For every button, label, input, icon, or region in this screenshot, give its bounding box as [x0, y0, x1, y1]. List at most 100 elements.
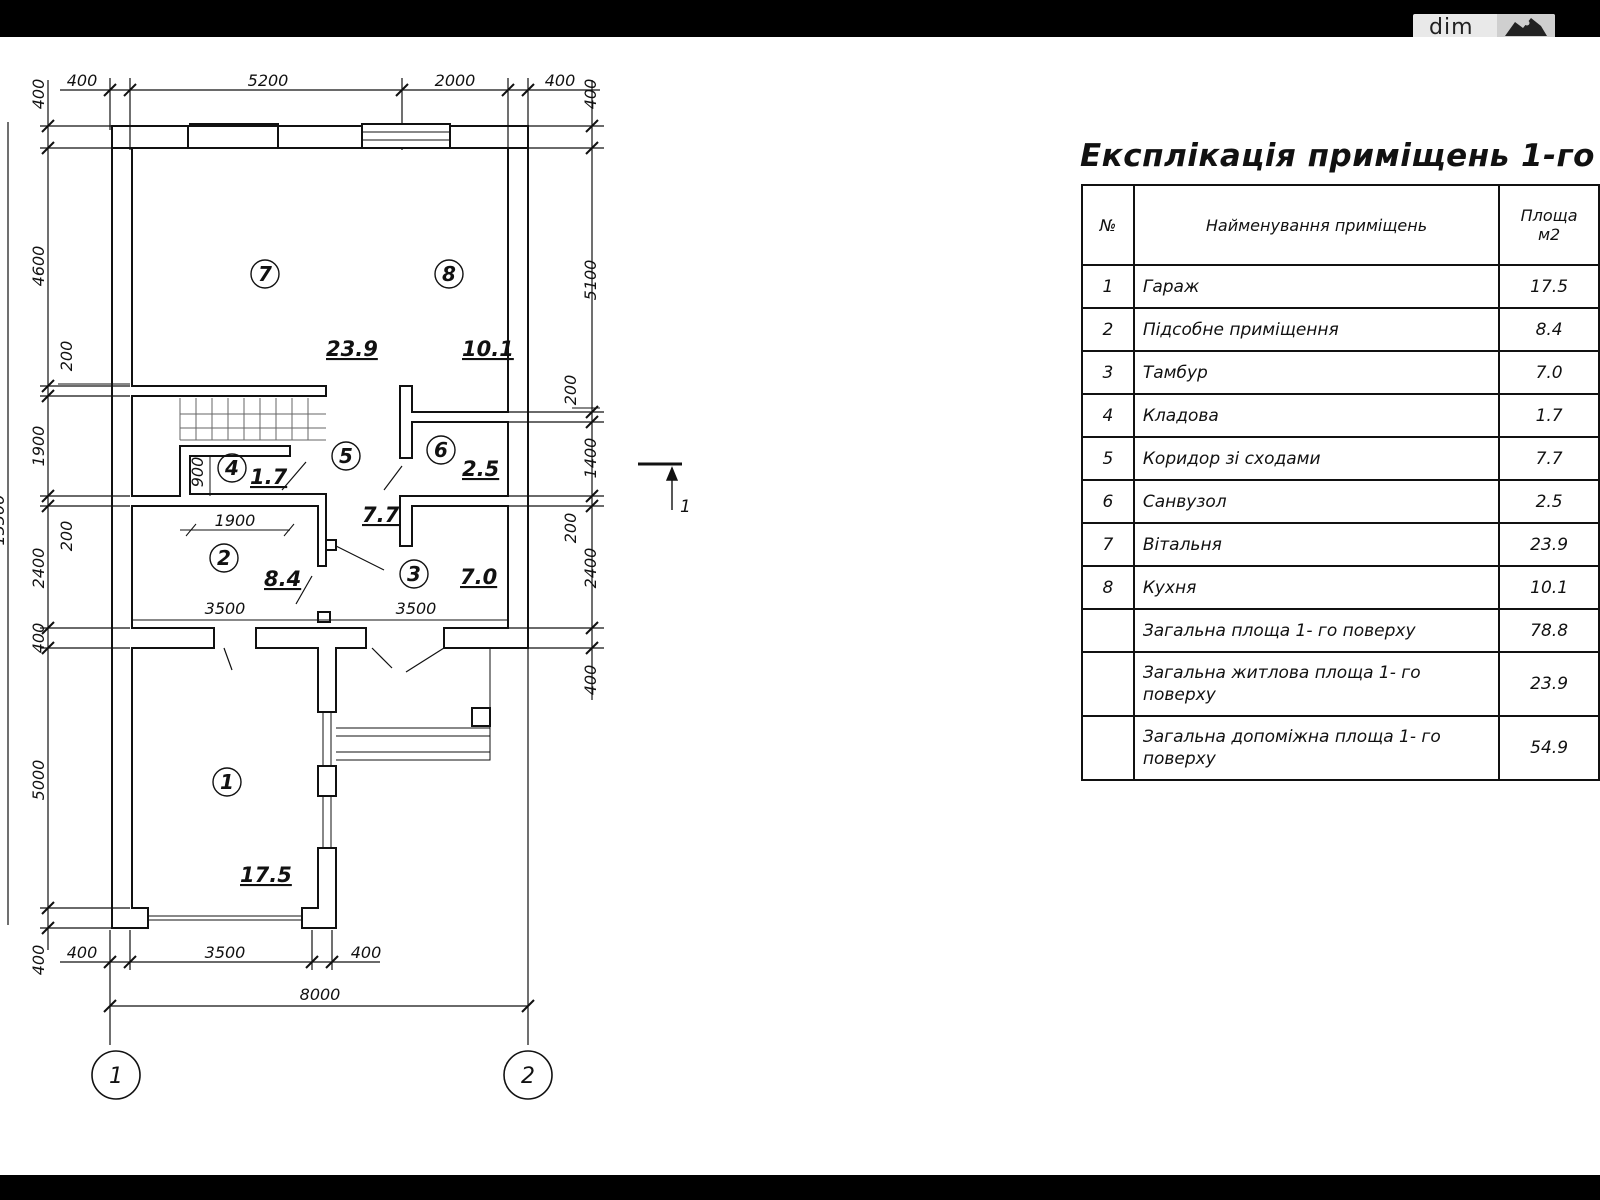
- table-row: 5 Коридор зі сходами 7.7: [1081, 436, 1600, 481]
- dim-room2-width: 3500: [205, 599, 246, 618]
- dim-room3-width: 3500: [396, 599, 437, 618]
- room-circle-3: [399, 559, 429, 589]
- dim-left-4: 1900: [29, 426, 48, 467]
- room-number-5: 5: [339, 444, 353, 468]
- explication-title: Експлікація приміщень 1-го поверху: [1080, 138, 1600, 174]
- table-row: 3 Тамбур 7.0: [1081, 350, 1600, 395]
- dim-right-7: 400: [581, 665, 600, 696]
- row-area: 1.7: [1498, 393, 1600, 438]
- room-area-1: 17.5: [240, 863, 292, 887]
- dim-overall-height: 13300: [0, 495, 8, 546]
- room-area-7: 23.9: [326, 337, 378, 361]
- dim-right-5: 200: [561, 513, 580, 544]
- room-circle-7: [250, 259, 280, 289]
- dim-bottom-2: 3500: [205, 943, 246, 962]
- room-number-8: 8: [442, 262, 456, 286]
- logo-text: dim: [1429, 15, 1474, 37]
- room-circle-4: [217, 453, 247, 483]
- table-row: 6 Санвузол 2.5: [1081, 479, 1600, 524]
- row-name: Вітальня: [1132, 522, 1501, 567]
- room-circle-2: [209, 543, 239, 573]
- room-area-5: 7.7: [362, 503, 400, 527]
- dim-top-2: 5200: [248, 71, 289, 90]
- dim-right-2: 5100: [581, 260, 600, 301]
- dim-right-3: 200: [561, 375, 580, 406]
- room-number-4: 4: [224, 456, 239, 480]
- room-circle-5: [331, 441, 361, 471]
- table-header-row: № Найменування приміщень Площа м2: [1081, 184, 1600, 266]
- room-circle-6: [426, 435, 456, 465]
- row-num: 8: [1081, 565, 1135, 610]
- total-row: Загальна площа 1- го поверху 78.8: [1081, 608, 1600, 653]
- bottom-black-bar: [0, 1175, 1600, 1200]
- header-area: Площа м2: [1498, 184, 1600, 266]
- row-name: Коридор зі сходами: [1132, 436, 1501, 481]
- table-row: 1 Гараж 17.5: [1081, 264, 1600, 309]
- dim-right-6: 2400: [581, 548, 600, 589]
- total-name: Загальна площа 1- го поверху: [1132, 608, 1501, 653]
- row-num: 2: [1081, 307, 1135, 352]
- axis-label-1: 1: [109, 1064, 123, 1089]
- room-number-2: 2: [217, 546, 231, 570]
- row-name: Підсобне приміщення: [1132, 307, 1501, 352]
- room-number-7: 7: [258, 262, 272, 286]
- row-area: 10.1: [1498, 565, 1600, 610]
- axis-circle-1: [91, 1050, 141, 1100]
- row-area: 17.5: [1498, 264, 1600, 309]
- row-num: 7: [1081, 522, 1135, 567]
- row-area: 7.0: [1498, 350, 1600, 395]
- dim-top-4: 400: [545, 71, 576, 90]
- dim-left-5: 200: [57, 521, 76, 552]
- dim-overall-width: 8000: [300, 985, 341, 1004]
- total-name: Загальна житлова площа 1- го поверху: [1132, 651, 1501, 717]
- dim-left-9: 400: [29, 945, 48, 976]
- table-row: 2 Підсобне приміщення 8.4: [1081, 307, 1600, 352]
- dim-left-6: 2400: [29, 548, 48, 589]
- total-area: 23.9: [1498, 651, 1600, 717]
- dim-left-1: 400: [29, 79, 48, 110]
- axis-label-2: 2: [521, 1064, 535, 1089]
- row-num: 6: [1081, 479, 1135, 524]
- row-area: 23.9: [1498, 522, 1600, 567]
- dim-left-2: 4600: [29, 246, 48, 287]
- table-row: 4 Кладова 1.7: [1081, 393, 1600, 438]
- table-row: 8 Кухня 10.1: [1081, 565, 1600, 610]
- row-num: 4: [1081, 393, 1135, 438]
- total-area: 54.9: [1498, 715, 1600, 781]
- axis-circle-2: [503, 1050, 553, 1100]
- header-area-line2: м2: [1537, 225, 1561, 244]
- room-area-2: 8.4: [264, 567, 301, 591]
- explication-table: № Найменування приміщень Площа м2 1 Гара…: [1081, 184, 1600, 781]
- row-area: 2.5: [1498, 479, 1600, 524]
- site-logo[interactable]: dim: [1413, 14, 1555, 37]
- dim-stair-height: 900: [188, 457, 207, 488]
- room-area-4: 1.7: [250, 465, 288, 489]
- dim-bottom-3: 400: [351, 943, 382, 962]
- room-area-8: 10.1: [462, 337, 514, 361]
- row-name: Гараж: [1132, 264, 1501, 309]
- room-circle-1: [212, 767, 242, 797]
- room-number-3: 3: [407, 562, 421, 586]
- dim-left-3: 200: [57, 341, 76, 372]
- room-number-6: 6: [434, 438, 448, 462]
- room-circle-8: [434, 259, 464, 289]
- total-area: 78.8: [1498, 608, 1600, 653]
- dim-bottom-1: 400: [67, 943, 98, 962]
- dim-right-1: 400: [581, 79, 600, 110]
- row-num: 5: [1081, 436, 1135, 481]
- dim-top-3: 2000: [435, 71, 476, 90]
- top-black-bar: [0, 0, 1600, 37]
- room-area-6: 2.5: [462, 457, 499, 481]
- total-row: Загальна допоміжна площа 1- го поверху 5…: [1081, 715, 1600, 781]
- dim-stair-width: 1900: [215, 511, 256, 530]
- dim-right-4: 1400: [581, 438, 600, 479]
- dim-left-8: 5000: [29, 760, 48, 801]
- row-name: Кладова: [1132, 393, 1501, 438]
- total-row: Загальна житлова площа 1- го поверху 23.…: [1081, 651, 1600, 717]
- room-area-3: 7.0: [460, 565, 497, 589]
- header-name: Найменування приміщень: [1132, 184, 1501, 266]
- dim-left-7: 400: [29, 623, 48, 654]
- header-area-line1: Площа: [1520, 206, 1578, 225]
- row-area: 7.7: [1498, 436, 1600, 481]
- row-area: 8.4: [1498, 307, 1600, 352]
